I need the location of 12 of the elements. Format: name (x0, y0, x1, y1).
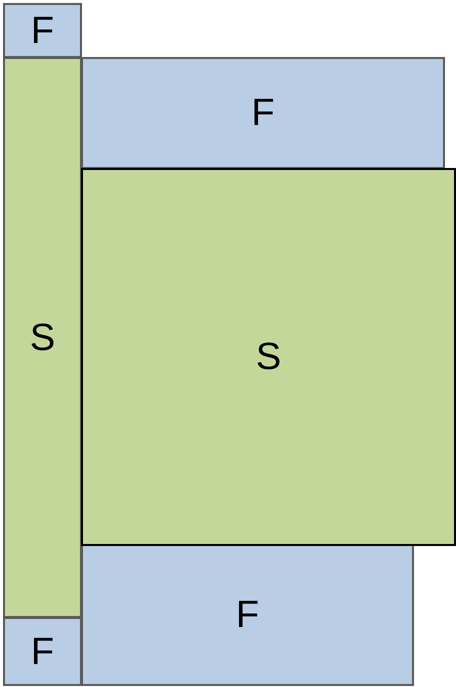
rectangle (3, 617, 82, 686)
block-label: S (256, 338, 282, 376)
rectangle (81, 57, 445, 169)
block-label: S (30, 318, 56, 356)
block-label: F (236, 596, 260, 634)
rectangle (3, 57, 82, 618)
block-label: F (251, 94, 275, 132)
block-label: F (30, 632, 54, 670)
rectangle (81, 544, 414, 686)
rectangle (3, 3, 82, 58)
block-label: F (30, 12, 54, 50)
rectangle (81, 168, 456, 546)
